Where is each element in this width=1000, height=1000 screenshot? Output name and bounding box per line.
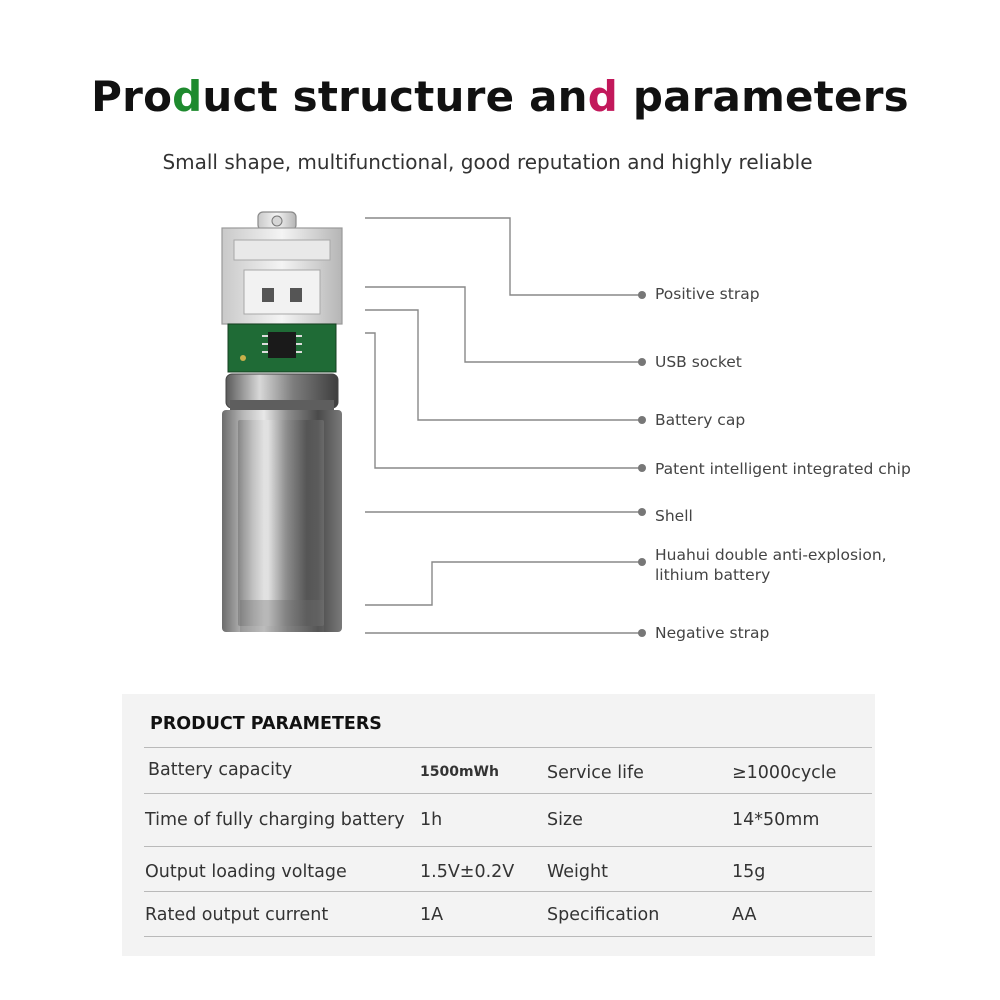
callout-positive-strap: Positive strap [655,285,760,303]
callout-shell: Shell [655,507,693,525]
param-label: Weight [547,862,608,882]
table-divider [144,747,872,748]
param-value: AA [732,905,757,925]
page-subtitle: Small shape, multifunctional, good reput… [162,150,813,174]
callout-lithium-battery-line2: lithium battery [655,566,771,584]
table-divider [144,936,872,937]
shell-part [222,410,342,632]
leader-lines [365,217,640,634]
param-value: ≥1000cycle [732,763,837,783]
table-divider [144,846,872,847]
positive-strap-part [257,211,297,231]
page-title: Product structure and parameters [91,72,909,121]
param-label: Specification [547,905,660,925]
param-label: Size [547,810,583,830]
param-value: 14*50mm [732,810,820,830]
battery-structure-diagram [221,211,646,637]
param-value: 1h [420,810,443,830]
callout-negative-strap: Negative strap [655,624,770,642]
callout-integrated-chip: Patent intelligent integrated chip [655,460,911,478]
callout-lithium-battery-line1: Huahui double anti-explosion, [655,546,887,564]
param-label: Time of fully charging battery [145,810,405,830]
battery-cap-part [225,373,339,410]
table-divider [144,891,872,892]
param-value: 15g [732,862,766,882]
param-label: Battery capacity [148,760,293,780]
parameters-heading: PRODUCT PARAMETERS [150,714,382,734]
param-value: 1500mWh [420,764,499,780]
product-parameters-table: PRODUCT PARAMETERS Battery capacity 1500… [122,694,875,956]
table-divider [144,793,872,794]
leader-dots [638,291,646,637]
usb-socket-part [221,227,343,325]
integrated-chip-part [227,323,337,373]
callout-battery-cap: Battery cap [655,411,746,429]
param-label: Output loading voltage [145,862,347,882]
callout-usb-socket: USB socket [655,353,742,371]
param-label: Service life [547,763,644,783]
param-label: Rated output current [145,905,329,925]
param-value: 1A [420,905,444,925]
param-value: 1.5V±0.2V [420,862,515,882]
